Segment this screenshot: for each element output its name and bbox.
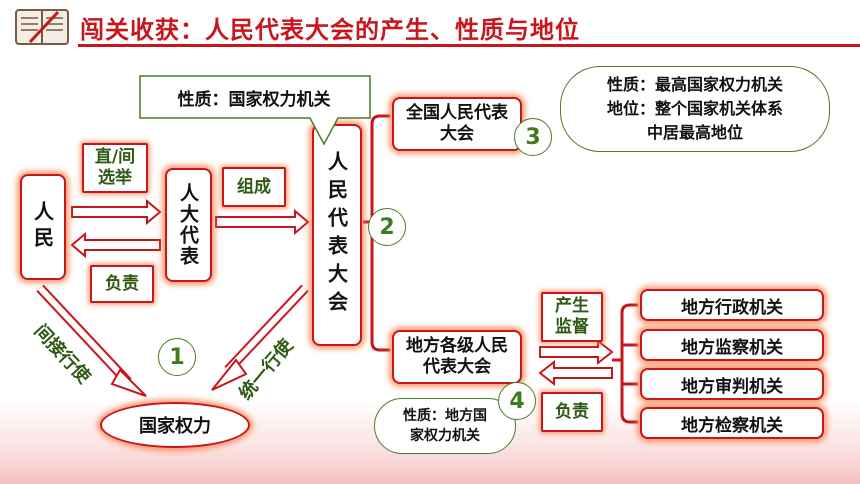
notebook-icon [15, 9, 69, 45]
label-elect: 直/间 选举 [82, 143, 148, 193]
callout-nature-top-shape [139, 75, 371, 146]
node-deputies: 人大代表 [165, 168, 212, 282]
marker-2: 2 [368, 208, 406, 246]
label-produce-supervise: 产生 监督 [541, 292, 603, 342]
label-responsible-left: 负责 [90, 265, 154, 303]
callout-national-info: 性质：最高国家权力机关 地位：整个国家机关体系 中居最高地位 [560, 66, 830, 152]
marker-1: 1 [158, 338, 196, 376]
marker-4: 4 [498, 382, 536, 420]
node-local-supervision: 地方监察机关 [640, 329, 824, 361]
title-underline [78, 44, 860, 47]
node-npc-congress: 人民代表大会 [312, 124, 362, 346]
arrow-indirect [36, 284, 147, 397]
node-people: 人民 [20, 174, 66, 280]
node-local-admin: 地方行政机关 [640, 289, 824, 321]
label-compose: 组成 [222, 167, 286, 207]
callout-local-info: 性质：地方国 家权力机关 [374, 398, 516, 454]
bracket-local-organs [612, 303, 638, 424]
node-state-power: 国家权力 [100, 402, 250, 448]
callout-nature-top: 性质：国家权力机关 [177, 89, 331, 110]
node-national-npc: 全国人民代表大会 [392, 97, 522, 151]
arrow-responsible-right [538, 359, 613, 387]
page-title: 闯关收获：人民代表大会的产生、性质与地位 [80, 16, 580, 44]
label-responsible-right: 负责 [541, 392, 603, 432]
arrow-responsible-left [70, 231, 161, 259]
node-local-npc: 地方各级人民代表大会 [392, 330, 522, 384]
node-local-procuratorate: 地方检察机关 [640, 407, 824, 439]
marker-3: 3 [514, 118, 552, 156]
arrow-unified [211, 284, 309, 391]
arrow-elect [71, 198, 162, 226]
arrow-produce-supervise [539, 338, 614, 366]
arrow-compose [215, 208, 310, 236]
node-local-judicial: 地方审判机关 [640, 368, 824, 400]
